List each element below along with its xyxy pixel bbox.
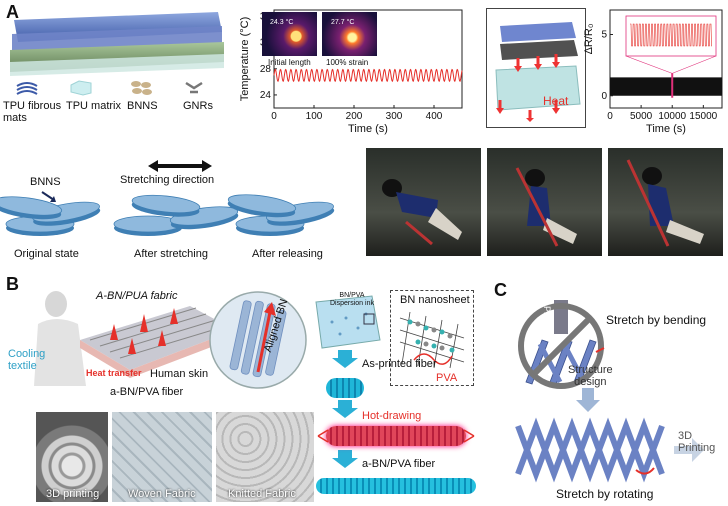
after-releasing-label: After releasing xyxy=(252,248,323,260)
thermal-caption-initial: Initial length xyxy=(268,58,311,67)
stretch-by-rotating-label: Stretch by rotating xyxy=(556,487,654,501)
final-fiber-label: a-BN/PVA fiber xyxy=(362,458,436,470)
x-axis-label: Time (s) xyxy=(348,123,388,135)
panel-letter-a: A xyxy=(6,2,19,22)
fabric-heat-transfer-illustration xyxy=(80,306,235,378)
aligned-bn-magnified-view xyxy=(209,291,307,389)
photo-label-3d-printing: 3D printing xyxy=(46,488,100,500)
zoom-connector-right xyxy=(672,55,717,74)
zoom-inset-series xyxy=(630,23,712,47)
bnns-pointer-label: BNNS xyxy=(30,176,61,188)
rotating-structure-illustration xyxy=(515,417,704,483)
bnns-disc-released xyxy=(227,194,297,218)
plot-frame xyxy=(609,9,723,109)
tpu-fibrous-mats-icon xyxy=(16,82,38,95)
as-printed-fiber-image xyxy=(326,378,364,398)
photo-label-woven: Woven Fabric xyxy=(128,488,196,500)
original-state-label: Original state xyxy=(14,248,79,260)
structure-design-label: Structure design xyxy=(568,364,613,388)
y-tick-label: 0 xyxy=(601,91,607,102)
temperature-series-line xyxy=(273,68,463,83)
after-stretching-label: After stretching xyxy=(134,248,208,260)
pva-label: PVA xyxy=(436,372,458,384)
zoom-connector-left xyxy=(625,55,673,74)
x-tick-label: 5000 xyxy=(630,111,653,122)
bnns-icon xyxy=(131,81,152,95)
stretch-direction-arrow xyxy=(148,160,212,172)
legend-tpu-matrix: TPU matrix xyxy=(66,100,121,112)
rowing-athlete-figures xyxy=(382,159,704,247)
y-axis-label: Temperature (°C) xyxy=(239,17,251,101)
heat-transfer-label: Heat transfer xyxy=(86,368,142,378)
resistance-series-band xyxy=(610,77,722,96)
photo-label-knitted: Knitted Fabric xyxy=(228,488,296,500)
press-label: Press xyxy=(542,306,552,330)
panel-letter-b: B xyxy=(6,274,19,294)
y-tick-label: 24 xyxy=(260,90,272,101)
dispersion-ink-label: BN/PVA Dispersion ink xyxy=(330,292,374,307)
hot-drawing-label: Hot-drawing xyxy=(362,410,422,422)
cooling-textile-label: Cooling textile xyxy=(8,348,46,372)
svg-text:27.7 °C: 27.7 °C xyxy=(331,18,354,26)
human-skin-label: Human skin xyxy=(150,368,209,380)
photo-woven-fabric xyxy=(112,412,212,502)
fabric-label: A-BN/PUA fabric xyxy=(96,290,178,302)
disc-face xyxy=(0,196,63,216)
panel-letter-c: C xyxy=(494,280,507,300)
fiber-label: a-BN/PVA fiber xyxy=(110,386,184,398)
x-tick-label: 100 xyxy=(306,111,323,122)
x-tick-label: 0 xyxy=(271,111,277,122)
hot-drawing-fiber-image xyxy=(326,426,466,446)
x-tick-label: 10000 xyxy=(658,111,686,122)
bnns-stacking-mechanism xyxy=(0,194,335,236)
human-body-silhouette xyxy=(34,291,86,386)
thermal-inset-text: 24.3 °C 27.7 °C xyxy=(270,18,354,26)
structure-design-arrow xyxy=(576,388,600,412)
bn-nanosheet-box xyxy=(390,290,474,386)
thermal-caption-strain: 100% strain xyxy=(326,58,369,67)
x-tick-label: 200 xyxy=(346,111,363,122)
as-printed-fiber-label: As-printed fiber xyxy=(362,358,437,370)
stretch-by-bending-label: Stretch by bending xyxy=(606,313,707,327)
x-tick-label: 400 xyxy=(426,111,443,122)
bending-structure-illustration xyxy=(518,300,605,389)
legend-tpu-fibrous-mats: TPU fibrous mats xyxy=(3,100,62,124)
bnns-disc-stretched xyxy=(131,194,201,217)
bn-nanosheet-label: BN nanosheet xyxy=(400,294,470,306)
x-tick-label: 0 xyxy=(607,111,613,122)
tpu-matrix-icon xyxy=(70,80,92,96)
disc-face xyxy=(227,194,297,214)
thermal-image-initial xyxy=(262,12,317,56)
legend-bnns: BNNS xyxy=(127,100,158,112)
dispersion-ink-container xyxy=(315,295,381,349)
svg-text:24.3 °C: 24.3 °C xyxy=(270,18,293,26)
photo-knitted-fabric xyxy=(216,412,314,502)
plot-frame xyxy=(273,9,463,109)
x-tick-label: 300 xyxy=(386,111,403,122)
bnns-disc-original xyxy=(0,196,63,220)
process-flow-arrows xyxy=(332,350,358,468)
x-axis-label: Time (s) xyxy=(646,123,686,135)
bnns-pointer-arrow xyxy=(41,191,56,202)
thermal-image-strained xyxy=(322,12,377,56)
final-fiber-image xyxy=(316,478,476,494)
hot-drawing-stretch-arrows xyxy=(317,429,475,443)
tpu-layered-composite-illustration xyxy=(10,12,224,76)
heat-label: Heat xyxy=(543,94,569,108)
heat-dissipation-illustration xyxy=(495,22,581,122)
3d-printing-label: 3D Printing xyxy=(678,430,716,454)
bnns-disc-stretched xyxy=(113,215,183,236)
y-tick-label: 5 xyxy=(601,30,607,41)
x-tick-label: 15000 xyxy=(689,111,717,122)
y-tick-label: 28 xyxy=(260,64,272,75)
stretching-direction-label: Stretching direction xyxy=(120,174,215,186)
photo-3d-printing xyxy=(36,412,108,502)
bn-nanosheet-lattice xyxy=(399,311,465,369)
gnrs-icon xyxy=(185,81,203,94)
y-axis-label: ΔR/R₀ xyxy=(583,24,595,55)
disc-face xyxy=(131,194,201,214)
legend-gnrs: GNRs xyxy=(183,100,213,112)
